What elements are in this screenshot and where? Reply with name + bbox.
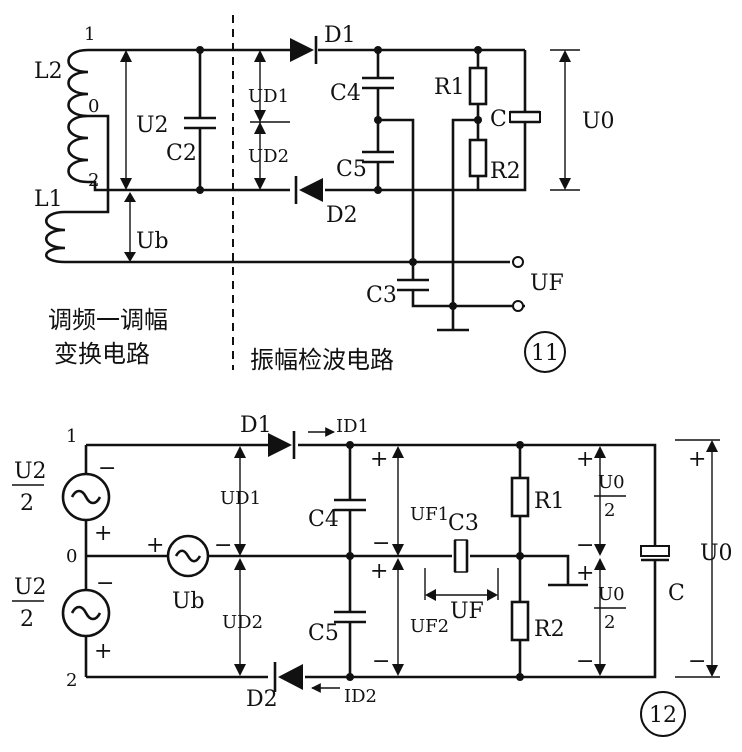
label-c2: C2	[166, 141, 197, 166]
label-u0half-top-den: 2	[604, 500, 615, 521]
label-r1-12: R1	[534, 489, 565, 514]
figure-12: 12 1 0 2 U2 2 U2 2 D1 D2 ID1 ID2 UD1 UD2…	[12, 413, 733, 737]
label-u2-top-den: 2	[20, 491, 34, 516]
label-c4-11: C4	[330, 81, 361, 106]
label-uf2: UF2	[410, 616, 449, 637]
caption-left-line2: 变换电路	[54, 340, 150, 368]
sign-minus: −	[576, 533, 594, 558]
label-r1-11: R1	[434, 75, 465, 100]
label-d2-11: D2	[326, 203, 358, 228]
label-d1-12: D1	[240, 413, 272, 438]
label-u0half-top-num: U0	[598, 472, 625, 493]
label-c5-11: C5	[336, 157, 367, 182]
label-u2-bot-den: 2	[20, 607, 34, 632]
label-tap2-11: 2	[88, 170, 99, 191]
source-u2-half-top	[61, 472, 111, 522]
label-ud1-12: UD1	[220, 488, 261, 509]
label-ud2-12: UD2	[222, 612, 263, 633]
sign-plus: +	[146, 533, 164, 558]
capacitor-c4	[362, 46, 394, 120]
label-d2-12: D2	[246, 687, 278, 712]
sign-plus: +	[688, 447, 706, 472]
label-r2-12: R2	[534, 617, 565, 642]
label-c-12: C	[668, 581, 685, 606]
sign-plus: +	[576, 561, 594, 586]
source-ub	[166, 534, 210, 578]
figure-number-11: 11	[531, 341, 559, 366]
sign-minus: −	[214, 533, 232, 558]
sign-plus: +	[370, 447, 388, 472]
label-uf-11: UF	[530, 271, 564, 296]
sign-plus: +	[576, 447, 594, 472]
sign-plus: +	[94, 521, 112, 546]
capacitor-c3-12	[453, 539, 469, 573]
label-l2: L2	[34, 59, 63, 84]
label-tap1-11: 1	[84, 24, 95, 45]
label-tap0-11: 0	[88, 96, 99, 117]
label-id2: ID2	[344, 686, 377, 707]
label-c5-12: C5	[308, 621, 339, 646]
label-u2-top-num: U2	[14, 459, 47, 484]
sign-minus: −	[576, 649, 594, 674]
resistor-r2	[468, 116, 488, 190]
label-u0half-bot-num: U0	[598, 584, 625, 605]
sign-minus: −	[372, 649, 390, 674]
figure-11: 11 L2 1 0 2 L1 U2 Ub C2 UD1 UD2 D1 D2 C4…	[34, 15, 615, 374]
inductor-l1	[44, 210, 66, 264]
wire-bottom-11	[88, 180, 290, 192]
caption-left-line1: 调频一调幅	[48, 306, 168, 334]
label-u2-bot-num: U2	[14, 575, 47, 600]
capacitor-c4-12	[334, 441, 366, 560]
resistor-r1-12	[510, 441, 530, 560]
label-u2: U2	[136, 113, 169, 138]
label-ud2-11: UD2	[248, 146, 289, 167]
resistor-r1	[468, 46, 488, 120]
figure-number-12-circle	[640, 691, 686, 737]
diode-d2	[294, 176, 323, 204]
label-d1-11: D1	[324, 23, 356, 48]
figure-number-12: 12	[649, 703, 677, 728]
label-uf-12: UF	[450, 599, 484, 624]
capacitor-c2	[184, 46, 216, 194]
sign-minus: −	[688, 649, 706, 674]
inductor-l2	[67, 48, 89, 184]
label-uf1: UF1	[410, 504, 449, 525]
label-c-11: C	[490, 107, 507, 132]
sign-plus: +	[94, 639, 112, 664]
label-ub: Ub	[136, 229, 169, 254]
label-l1: L1	[34, 187, 63, 212]
capacitor-c5-12	[334, 556, 366, 681]
capacitor-c5	[362, 116, 394, 194]
label-node2-12: 2	[66, 670, 77, 691]
label-node0-12: 0	[66, 546, 77, 567]
diode-d2-12	[273, 662, 303, 692]
source-u2-half-bottom	[61, 588, 111, 638]
label-c3-12: C3	[448, 511, 479, 536]
resistor-r2-12	[510, 556, 530, 681]
diode-d1	[290, 36, 318, 64]
capacitor-c-out-12	[640, 540, 670, 570]
capacitor-c3	[397, 262, 525, 310]
label-u0-11: U0	[582, 109, 615, 134]
label-u0-12: U0	[700, 541, 733, 566]
sign-minus: −	[96, 571, 114, 596]
label-node1-12: 1	[66, 426, 77, 447]
label-c4-12: C4	[308, 507, 339, 532]
label-id1: ID1	[336, 416, 369, 437]
sign-plus: +	[370, 559, 388, 584]
figure-number-11-circle	[524, 331, 566, 373]
diode-d1-12	[268, 431, 296, 459]
capacitor-c-out	[478, 50, 541, 192]
sign-minus: −	[372, 531, 390, 556]
label-ud1-11: UD1	[248, 86, 289, 107]
label-u0half-bot-den: 2	[604, 612, 615, 633]
caption-right: 振幅检波电路	[250, 346, 394, 374]
label-r2-11: R2	[490, 159, 521, 184]
label-c3-11: C3	[366, 283, 397, 308]
sign-minus: −	[98, 456, 116, 481]
label-ub-12: Ub	[172, 589, 205, 614]
